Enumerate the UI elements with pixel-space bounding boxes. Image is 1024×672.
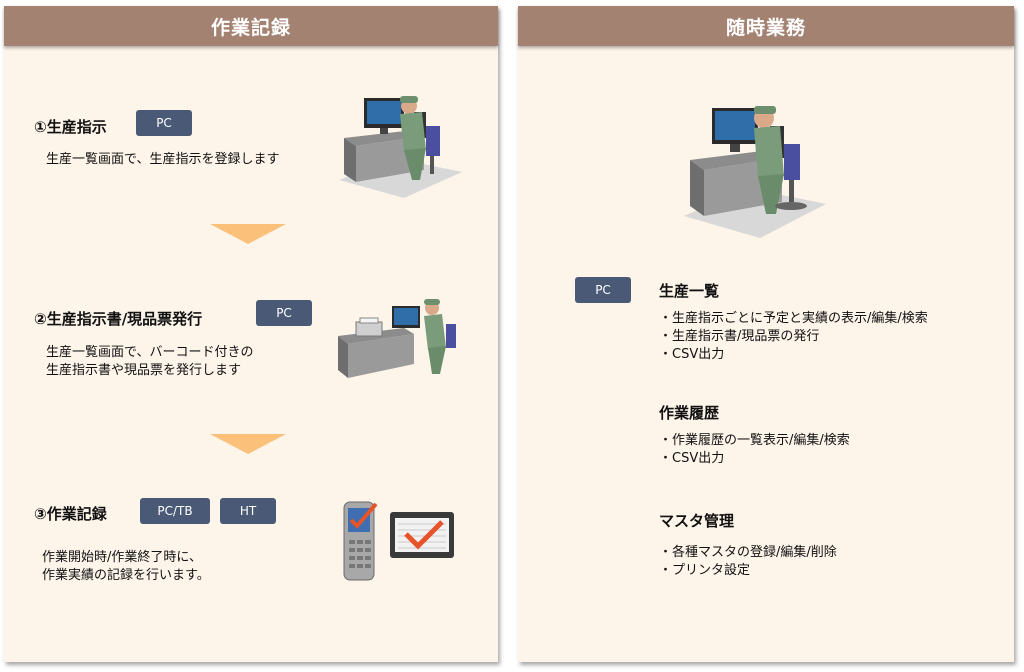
ad-hoc-tasks-panel: 随時業務 PC 生産一覧 ・生産指示ごとに予定と実績の表示/編集/検索 ・生産指…	[518, 6, 1014, 662]
list-item: ・CSV出力	[659, 451, 725, 466]
list-item: ・作業履歴の一覧表示/編集/検索	[659, 433, 850, 448]
list-item: ・プリンタ設定	[659, 563, 751, 578]
worker-at-pc-icon-large	[684, 106, 826, 238]
worker-at-pc-icon	[339, 96, 462, 198]
list-item: ・各種マスタの登録/編集/削除	[659, 545, 837, 560]
flow-arrow-2	[210, 434, 286, 454]
step3-pctb-badge: PC/TB	[140, 498, 210, 524]
work-history-items: ・作業履歴の一覧表示/編集/検索 ・CSV出力	[659, 432, 850, 468]
worker-with-printer-icon	[338, 299, 456, 378]
step2-title: ②生産指示書/現品票発行	[34, 310, 203, 328]
step1-pc-badge: PC	[136, 110, 192, 136]
master-management-title: マスタ管理	[659, 512, 735, 530]
step3-title: ③作業記録	[34, 505, 107, 523]
step3-desc: 作業開始時/作業終了時に、 作業実績の記録を行います。	[42, 550, 210, 583]
production-list-items: ・生産指示ごとに予定と実績の表示/編集/検索 ・生産指示書/現品票の発行 ・CS…	[659, 310, 928, 364]
list-item: ・CSV出力	[659, 347, 725, 362]
handheld-terminal-icon	[343, 501, 378, 581]
production-list-title: 生産一覧	[659, 282, 720, 300]
list-item: ・生産指示書/現品票の発行	[659, 329, 820, 344]
flow-arrow-1	[210, 224, 286, 244]
work-history-title: 作業履歴	[659, 404, 720, 422]
work-record-header: 作業記録	[4, 6, 498, 46]
work-record-panel: 作業記録 ①生産指示 PC 生産一覧画面で、生産指示を登録します ②生産指示書/…	[4, 6, 498, 662]
step2-desc: 生産一覧画面で、バーコード付きの 生産指示書や現品票を発行します	[46, 345, 254, 378]
list-item: ・生産指示ごとに予定と実績の表示/編集/検索	[659, 311, 928, 326]
step1-desc: 生産一覧画面で、生産指示を登録します	[46, 152, 280, 167]
ad-hoc-tasks-header: 随時業務	[518, 6, 1014, 46]
step2-pc-badge: PC	[256, 300, 312, 326]
step1-title: ①生産指示	[34, 118, 107, 136]
tablet-check-icon	[390, 512, 454, 558]
step3-ht-badge: HT	[220, 498, 276, 524]
master-management-items: ・各種マスタの登録/編集/削除 ・プリンタ設定	[659, 544, 837, 580]
ad-hoc-pc-badge: PC	[575, 277, 631, 303]
